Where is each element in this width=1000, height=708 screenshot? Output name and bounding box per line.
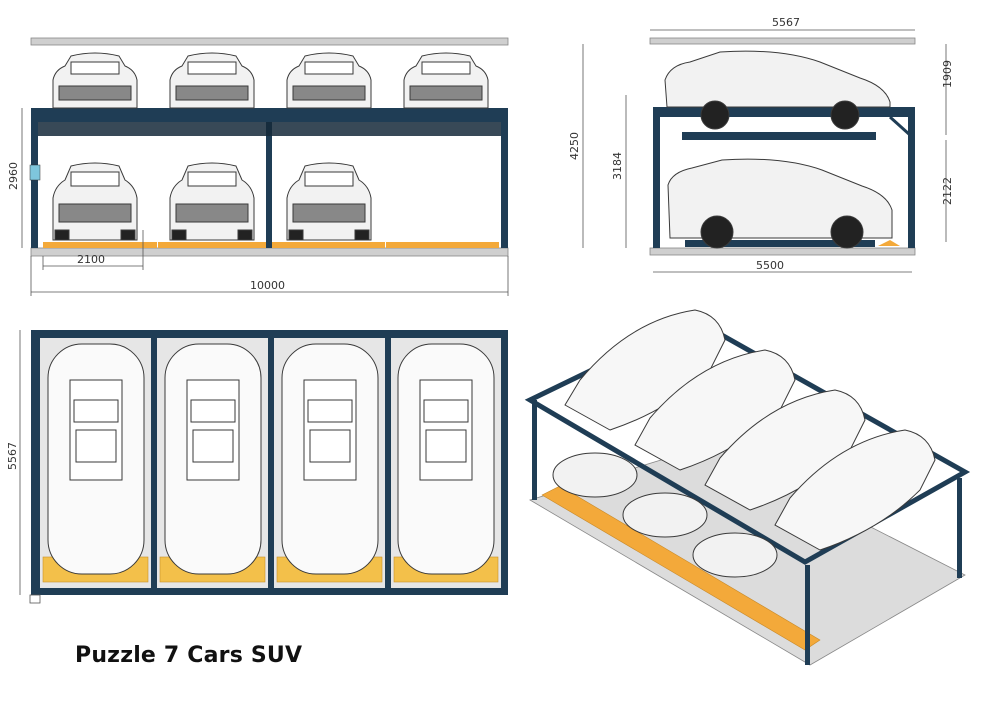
- dim-platform-height-3184: 3184: [611, 152, 624, 180]
- dim-total-width-10000: 10000: [250, 279, 285, 292]
- dim-upper-clearance-1909: 1909: [941, 60, 954, 88]
- side-elevation-view: 5567 5500 4250 3184 1909 2122: [560, 10, 980, 290]
- dim-total-height-4250: 4250: [568, 132, 581, 160]
- front-elevation-view: 2960 2100 10000: [0, 30, 520, 300]
- diagram-caption: Puzzle 7 Cars SUV: [75, 643, 303, 668]
- dim-height-2960: 2960: [7, 162, 20, 190]
- lower-cars: [52, 162, 372, 241]
- dim-lower-clearance-2122: 2122: [941, 177, 954, 205]
- dim-bay-width-2100: 2100: [77, 253, 105, 266]
- plan-view: 5567: [0, 320, 520, 610]
- isometric-view: [520, 300, 980, 680]
- upper-cars: [52, 52, 489, 109]
- dim-bottom-length-5500: 5500: [756, 259, 784, 272]
- dim-depth-5567: 5567: [6, 442, 19, 470]
- dim-top-length-5567: 5567: [772, 16, 800, 29]
